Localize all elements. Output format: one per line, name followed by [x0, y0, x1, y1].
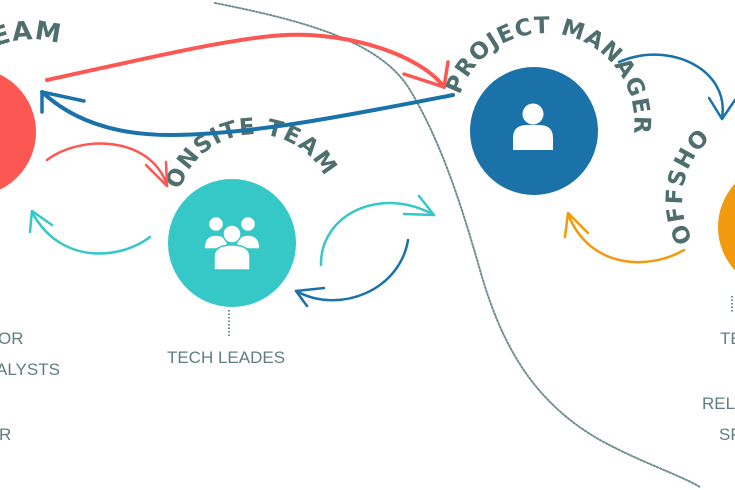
offshore-team-node: OFFSHO [662, 124, 735, 271]
onsite-offshore-divider [214, 2, 701, 488]
offshore-role-2: RELE [702, 394, 735, 413]
client-roles: OR ALYSTS R [0, 329, 60, 444]
arrow-onsite-to-client [28, 209, 152, 255]
arrow-client-to-pm [45, 32, 450, 89]
project-manager-node: PROJECT MANAGER [441, 13, 654, 195]
onsite-role-tech-leades: TECH LEADES [167, 348, 285, 367]
arrow-onsite-to-pm [319, 194, 436, 267]
offshore-role-1: TE [720, 329, 735, 348]
client-role-2: ALYSTS [0, 360, 60, 379]
offshore-team-label: OFFSHO [662, 124, 715, 248]
arrow-pm-to-onsite [294, 238, 410, 308]
client-team-circle [0, 74, 36, 190]
onsite-team-label: ONSITE TEAM [161, 114, 342, 192]
arrow-offshore-to-pm [563, 211, 686, 264]
client-team-label: TEAM [0, 16, 64, 62]
team-icon [203, 215, 261, 271]
onsite-team-node: ONSITE TEAM TECH LEADES [161, 114, 342, 367]
arrow-client-to-onsite [45, 142, 169, 188]
offshore-roles: TE RELE SP [702, 296, 735, 444]
client-role-1: OR [0, 329, 24, 348]
offshore-team-circle [718, 183, 735, 271]
client-team-node: TEAM [0, 16, 64, 190]
offshore-role-3: SP [719, 425, 735, 444]
user-icon [513, 103, 553, 150]
arrow-pm-to-client [40, 90, 455, 137]
arrow-pm-to-offshore [617, 53, 735, 121]
client-role-3: R [0, 425, 11, 444]
